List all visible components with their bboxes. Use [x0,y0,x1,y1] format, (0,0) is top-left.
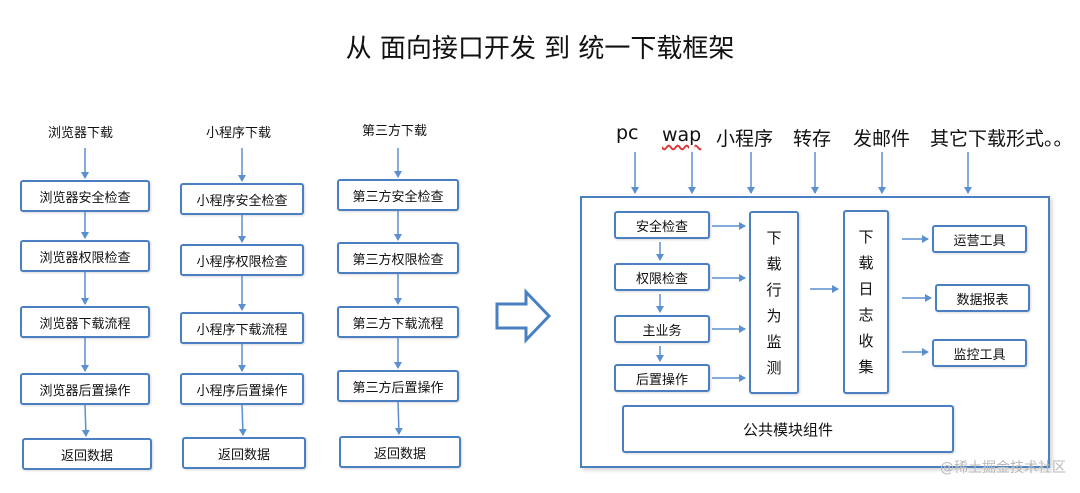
pipeline-post: 后置操作 [614,364,710,392]
output-monitor-tool: 监控工具 [932,339,1027,367]
log-char: 志 [858,306,874,324]
output-data-report: 数据报表 [935,284,1030,312]
source-email: 发邮件 [853,128,911,150]
step-mini-permission: 小程序权限检查 [180,244,304,276]
download-log-collection: 下 载 日 志 收 集 [843,210,889,394]
page-title: 从 面向接口开发 到 统一下载框架 [345,34,735,64]
arrow [238,404,247,436]
step-mini-return: 返回数据 [182,437,306,469]
arrow [394,401,403,435]
step-third-security: 第三方安全检查 [337,179,459,211]
source-pc: pc [616,122,639,144]
log-char: 收 [858,332,874,350]
monitor-char: 载 [766,254,782,273]
source-wap: wap [662,124,702,146]
monitor-char: 下 [766,228,782,247]
step-browser-post: 浏览器后置操作 [20,373,150,405]
source-other: 其它下载形式。。 [930,128,1073,150]
step-mini-download: 小程序下载流程 [180,312,304,344]
monitor-char: 测 [766,358,782,377]
monitor-char: 监 [766,332,782,351]
log-char: 载 [858,254,874,272]
step-third-download: 第三方下载流程 [337,306,459,338]
column-header-miniprogram: 小程序下载 [206,126,272,141]
step-browser-permission: 浏览器权限检查 [20,240,150,272]
column-header-thirdparty: 第三方下载 [362,124,428,139]
column-header-browser: 浏览器下载 [48,126,114,141]
step-mini-post: 小程序后置操作 [180,373,304,405]
log-char: 日 [858,280,874,298]
download-behavior-monitor: 下 载 行 为 监 测 [749,211,799,394]
step-third-return: 返回数据 [339,436,461,468]
source-transfer: 转存 [793,128,832,150]
source-miniprogram: 小程序 [716,128,774,150]
watermark: @稀土掘金技术社区 [940,460,1066,476]
pipeline-main-business: 主业务 [614,315,710,343]
big-right-arrow [495,288,552,344]
step-browser-return: 返回数据 [22,438,152,470]
step-mini-security: 小程序安全检查 [180,183,304,215]
common-modules: 公共模块组件 [622,405,954,453]
log-char: 集 [858,358,874,376]
monitor-char: 行 [766,280,782,299]
log-char: 下 [858,228,874,246]
step-third-permission: 第三方权限检查 [337,242,459,274]
step-third-post: 第三方后置操作 [337,370,459,402]
monitor-char: 为 [766,306,782,325]
step-browser-security: 浏览器安全检查 [20,180,150,212]
step-browser-download: 浏览器下载流程 [20,306,150,338]
arrow [81,404,90,437]
pipeline-permission: 权限检查 [614,263,710,291]
output-ops-tool: 运营工具 [932,225,1027,253]
pipeline-security: 安全检查 [614,211,710,239]
